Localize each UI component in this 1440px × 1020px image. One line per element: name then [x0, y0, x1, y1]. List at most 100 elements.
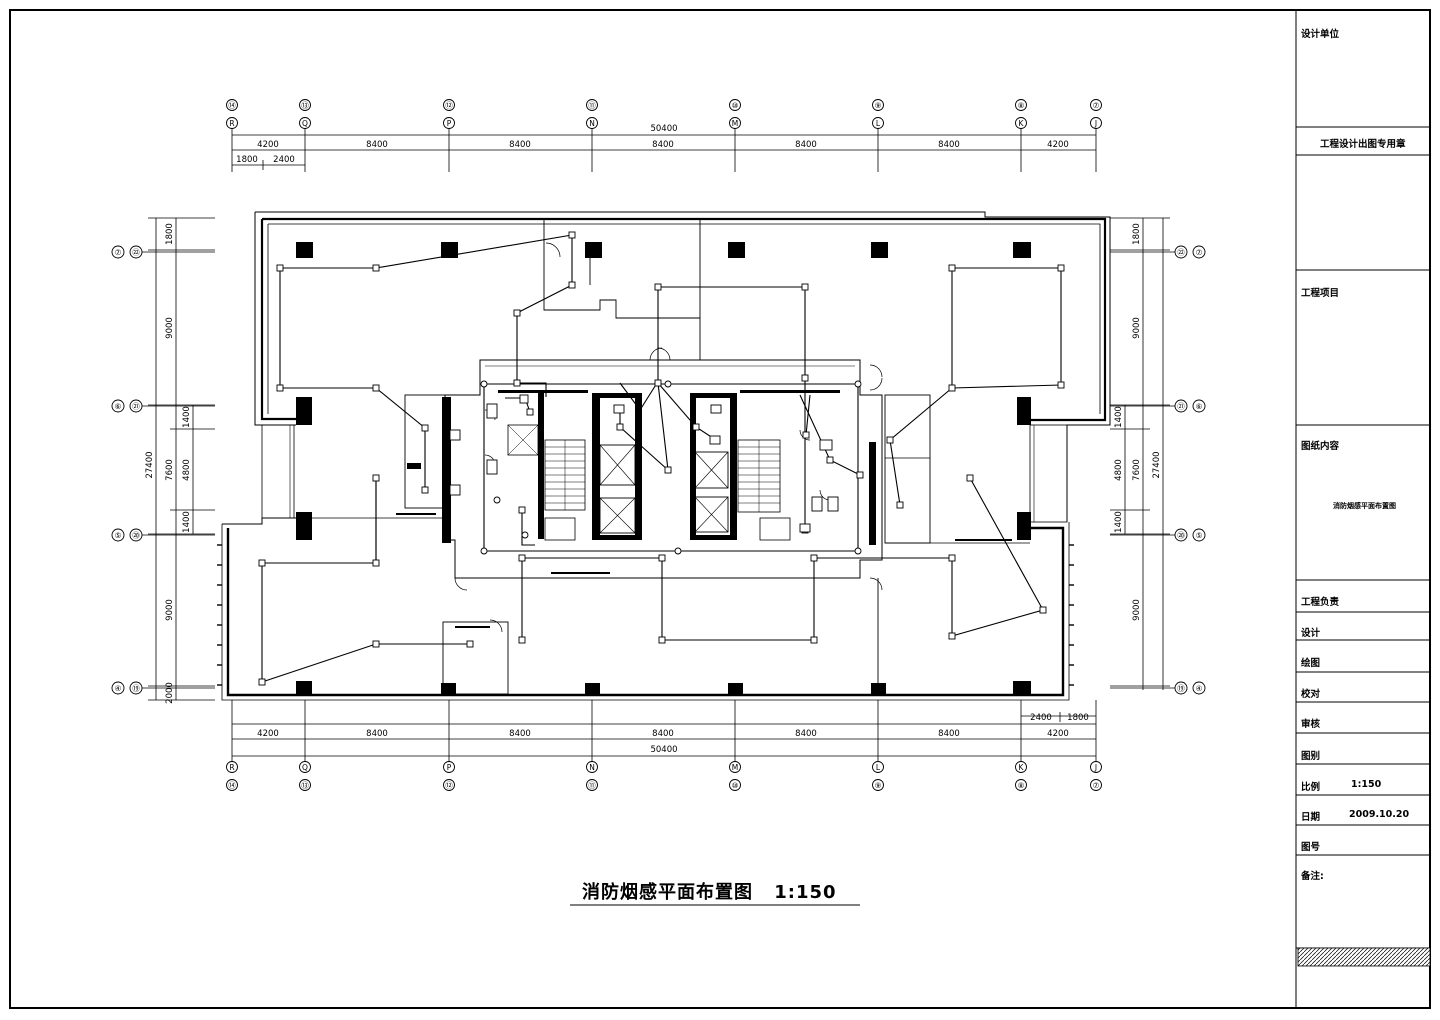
dim-left-7: 2000 [165, 682, 175, 704]
axis-top-inner-8: J [1094, 119, 1097, 128]
dim-top-sub-1: 1800 [236, 155, 258, 165]
tb-row-label: 备注: [1301, 871, 1324, 882]
dim-top-2: 8400 [366, 140, 388, 150]
axis-top-outer-7: ⑧ [1018, 101, 1025, 110]
axis-left-inner-4: ⑲ [132, 684, 140, 693]
axis-left-inner-1: ㉒ [132, 248, 140, 257]
dim-left-2: 9000 [165, 317, 175, 339]
dim-bottom-7: 4200 [1047, 729, 1069, 739]
dim-right-1: 1800 [1132, 223, 1142, 245]
axis-bottom-inner-2: Q [302, 763, 308, 772]
dim-right-3: 1400 [1114, 406, 1124, 428]
dim-bottom-sub-2: 1800 [1067, 713, 1089, 723]
stair-treads [545, 440, 780, 512]
title-block-frame [1295, 10, 1430, 1008]
axis-top-inner-4: N [589, 119, 595, 128]
dim-left-inner: 7600 [165, 459, 175, 481]
sheet-border [9, 9, 1431, 1009]
axis-left-4: ④ [115, 684, 122, 693]
facade-ticks [217, 544, 1074, 686]
axis-top-outer-4: ⑪ [588, 101, 596, 110]
dim-top-sub-2: 2400 [273, 155, 295, 165]
axis-bottom-outer-2: ⑬ [301, 781, 309, 790]
dim-top-1: 4200 [257, 140, 279, 150]
axis-bottom-inner-3: P [447, 763, 452, 772]
axis-leaders [142, 251, 1175, 689]
axis-bubbles [111, 99, 1206, 791]
axis-top-outer-3: ⑫ [445, 101, 453, 110]
axis-left-3: ⑤ [115, 531, 122, 540]
core-equipment [449, 394, 839, 533]
tb-design-unit: 设计单位 [1301, 29, 1340, 40]
dim-left-1: 1800 [165, 223, 175, 245]
axis-top-outer-8: ⑦ [1093, 101, 1100, 110]
dim-right-2: 9000 [1132, 317, 1142, 339]
axis-bottom-inner-8: J [1094, 763, 1097, 772]
dim-top-4: 8400 [652, 140, 674, 150]
axis-bottom-outer-8: ⑦ [1093, 781, 1100, 790]
dim-bottom-1: 4200 [257, 729, 279, 739]
axis-bottom-inner-4: N [589, 763, 595, 772]
caption-title: 消防烟感平面布置图 [582, 882, 753, 903]
axis-right-inner-3: ⑳ [1177, 531, 1185, 540]
dim-top-6: 8400 [938, 140, 960, 150]
detector-wiring [261, 234, 1062, 683]
axis-bottom-outer-4: ⑪ [588, 781, 596, 790]
axis-top-outer-2: ⑬ [301, 101, 309, 110]
dim-bottom-6: 8400 [938, 729, 960, 739]
dim-left-5: 1400 [182, 511, 192, 533]
tb-row-label: 设计 [1301, 628, 1321, 639]
columns [296, 242, 1031, 695]
dim-left-3: 1400 [182, 406, 192, 428]
axis-bottom-inner-6: L [876, 763, 881, 772]
annotation-strokes [396, 513, 1012, 628]
axis-bottom-outer-7: ⑧ [1018, 781, 1025, 790]
dim-bottom-total: 50400 [650, 745, 677, 755]
axis-right-4: ④ [1196, 684, 1203, 693]
tb-project: 工程项目 [1301, 288, 1340, 299]
axis-top-outer-1: ⑭ [228, 101, 236, 110]
dim-right-inner: 7600 [1132, 459, 1142, 481]
dim-left-4: 4800 [182, 459, 192, 481]
dim-left-6: 9000 [165, 599, 175, 621]
axis-right-inner-2: ㉑ [1177, 402, 1185, 411]
axis-right-1: ⑦ [1196, 248, 1203, 257]
dim-top-3: 8400 [509, 140, 531, 150]
axis-top-inner-1: R [229, 119, 234, 128]
tb-content-value: 消防烟感平面布置图 [1333, 502, 1396, 510]
axis-left-1: ⑦ [115, 248, 122, 257]
door-swings [454, 242, 883, 633]
tb-content: 图纸内容 [1301, 441, 1340, 452]
axis-bottom-outer-3: ⑫ [445, 781, 453, 790]
axis-bottom-inner-1: R [229, 763, 234, 772]
dim-right-5: 1400 [1114, 511, 1124, 533]
axis-left-inner-3: ⑳ [132, 531, 140, 540]
axis-bottom-outer-5: ⑩ [732, 781, 739, 790]
axis-top-inner-3: P [447, 119, 452, 128]
axis-right-3: ⑤ [1196, 531, 1203, 540]
axis-bottom-inner-5: M [732, 763, 738, 772]
axis-left-2: ⑥ [115, 402, 122, 411]
axis-top-inner-2: Q [302, 119, 308, 128]
axis-top-outer-6: ⑨ [875, 101, 882, 110]
dim-left-total: 27400 [145, 451, 155, 478]
axis-top-inner-5: M [732, 119, 738, 128]
tb-row-label: 校对 [1301, 689, 1321, 700]
tb-row-label: 比例 [1301, 782, 1321, 793]
tb-scale-value: 1:150 [1351, 779, 1382, 790]
dim-right-total: 27400 [1152, 451, 1162, 478]
tb-row-label: 图号 [1301, 842, 1321, 853]
dim-bottom-2: 8400 [366, 729, 388, 739]
axis-bottom-outer-6: ⑨ [875, 781, 882, 790]
tb-row-label: 图别 [1301, 751, 1321, 762]
smoke-detectors [258, 231, 1065, 686]
tb-row-label: 审核 [1301, 719, 1321, 730]
dim-bottom-5: 8400 [795, 729, 817, 739]
caption-scale: 1:150 [774, 882, 837, 903]
axis-right-inner-4: ⑲ [1177, 684, 1185, 693]
dim-right-6: 9000 [1132, 599, 1142, 621]
top-dimensions [231, 128, 1097, 172]
drawing-caption: 消防烟感平面布置图 1:150 [582, 878, 837, 904]
tb-stamp: 工程设计出图专用章 [1320, 139, 1406, 150]
tb-row-label: 绘图 [1301, 658, 1321, 669]
